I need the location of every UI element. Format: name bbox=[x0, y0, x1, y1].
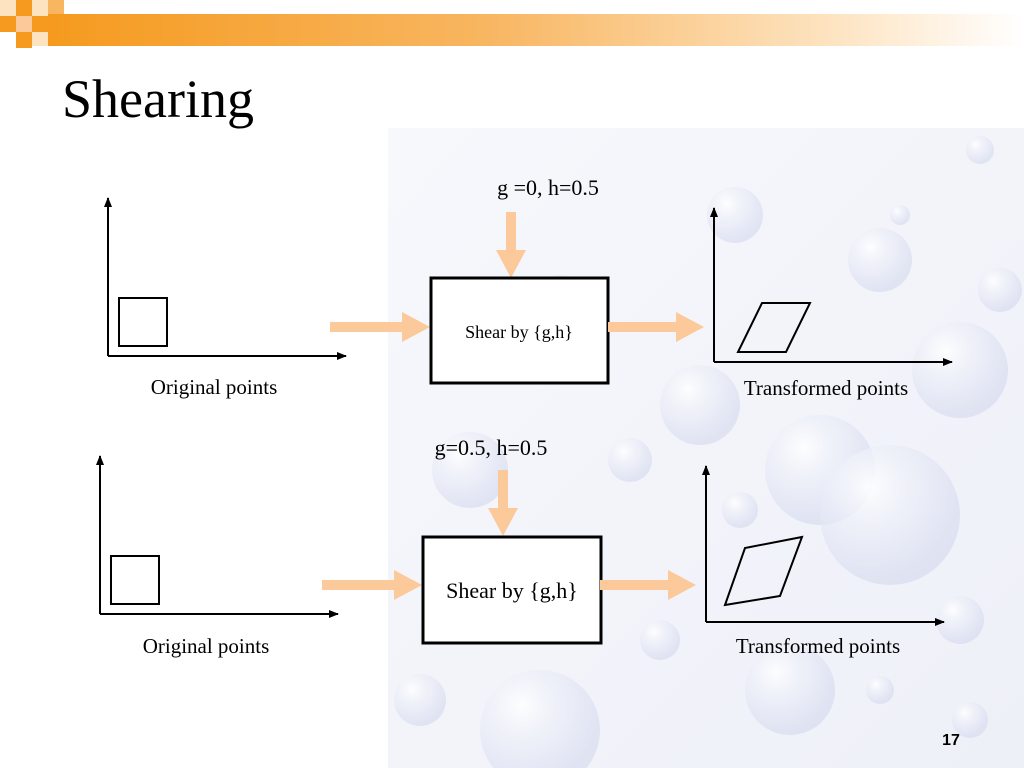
input-axes bbox=[96, 455, 339, 618]
output-arrow bbox=[600, 570, 696, 600]
original-square bbox=[118, 297, 168, 347]
shear-box bbox=[429, 276, 610, 385]
input-axes bbox=[104, 197, 347, 360]
shear-row-2: g=0.5, h=0.5 Original points Shear by {g… bbox=[96, 435, 945, 658]
output-label: Transformed points bbox=[736, 634, 900, 658]
page-number: 17 bbox=[942, 732, 960, 749]
slide-title: Shearing bbox=[62, 69, 254, 129]
original-square bbox=[110, 555, 160, 605]
shear-box bbox=[421, 535, 603, 645]
input-label: Original points bbox=[143, 634, 270, 658]
transformed-parallelogram bbox=[736, 302, 812, 353]
params-down-arrow bbox=[488, 470, 518, 536]
input-label: Original points bbox=[151, 375, 278, 399]
params-down-arrow bbox=[496, 212, 526, 278]
output-axes bbox=[710, 207, 953, 366]
input-arrow bbox=[322, 570, 422, 600]
output-axes bbox=[702, 465, 945, 626]
shear-box-label: Shear by {g,h} bbox=[446, 578, 578, 603]
header-decoration bbox=[0, 0, 1024, 48]
transformed-parallelogram bbox=[723, 535, 804, 607]
input-arrow bbox=[330, 312, 430, 342]
shear-params-label: g=0.5, h=0.5 bbox=[435, 435, 548, 460]
shear-row-1: g =0, h=0.5 Original points Shear by {g,… bbox=[104, 175, 953, 400]
output-label: Transformed points bbox=[744, 376, 908, 400]
output-arrow bbox=[608, 312, 704, 342]
shear-params-label: g =0, h=0.5 bbox=[497, 175, 599, 200]
shear-box-label: Shear by {g,h} bbox=[465, 322, 573, 342]
